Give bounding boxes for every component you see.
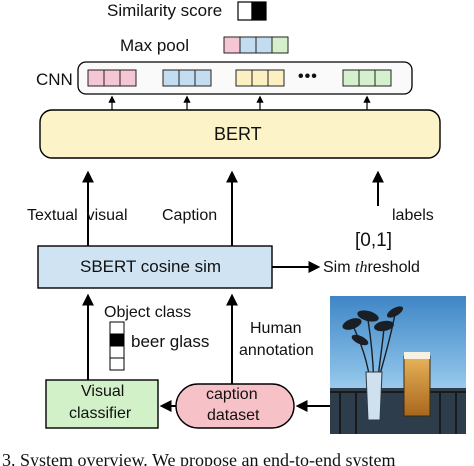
human-annotation-line1: Human bbox=[250, 320, 302, 337]
cnn-segment-green bbox=[342, 69, 392, 87]
labels-label: labels bbox=[392, 207, 434, 224]
caption-label: Caption bbox=[162, 207, 218, 224]
sbert-box bbox=[37, 245, 273, 289]
cnn-label: CNN bbox=[36, 70, 73, 89]
sim-threshold-label: Sim threshold bbox=[323, 259, 420, 277]
sim-threshold-prefix: Sim bbox=[323, 259, 355, 276]
cnn-segment-blue bbox=[162, 69, 212, 87]
cnn-segment-yellow bbox=[235, 69, 285, 87]
sim-threshold-suffix: reshold bbox=[367, 259, 420, 276]
visual-classifier-line2: classifier bbox=[69, 405, 132, 422]
visual-classifier-line1: Visual bbox=[81, 383, 125, 400]
beer-glass-label: beer glass bbox=[131, 332, 210, 351]
figure-caption: 3. System overview. We propose an end-to… bbox=[2, 450, 396, 466]
human-annotation-line2: annotation bbox=[239, 342, 314, 359]
visual-classifier-box bbox=[45, 379, 159, 429]
similarity-score-box bbox=[237, 1, 267, 21]
vase-beer-photo bbox=[330, 296, 466, 434]
interval-label: [0,1] bbox=[355, 230, 392, 251]
figure-caption-strip: 3. System overview. We propose an end-to… bbox=[0, 446, 474, 466]
sbert-label: SBERT cosine sim bbox=[80, 257, 222, 276]
max-pool-vector bbox=[223, 36, 289, 54]
cnn-segment-pink bbox=[87, 69, 137, 87]
caption-dataset-box bbox=[175, 383, 295, 429]
bert-box bbox=[39, 109, 441, 159]
sim-threshold-italic: th bbox=[355, 259, 368, 276]
object-class-vector bbox=[109, 321, 125, 371]
bert-to-cnn-arrows bbox=[108, 95, 371, 110]
bert-label: BERT bbox=[214, 124, 262, 144]
cnn-ellipsis: ••• bbox=[298, 68, 318, 85]
sbert-input-arrows bbox=[82, 293, 238, 384]
caption-dataset-line1: caption bbox=[206, 386, 258, 403]
textual-visual-label: Textual visual bbox=[27, 207, 128, 224]
similarity-score-label: Similarity score bbox=[107, 1, 223, 20]
max-pool-label: Max pool bbox=[120, 36, 189, 55]
caption-dataset-line2: dataset bbox=[207, 407, 260, 424]
bert-input-arrows bbox=[82, 170, 384, 246]
object-class-label: Object class bbox=[104, 304, 192, 321]
